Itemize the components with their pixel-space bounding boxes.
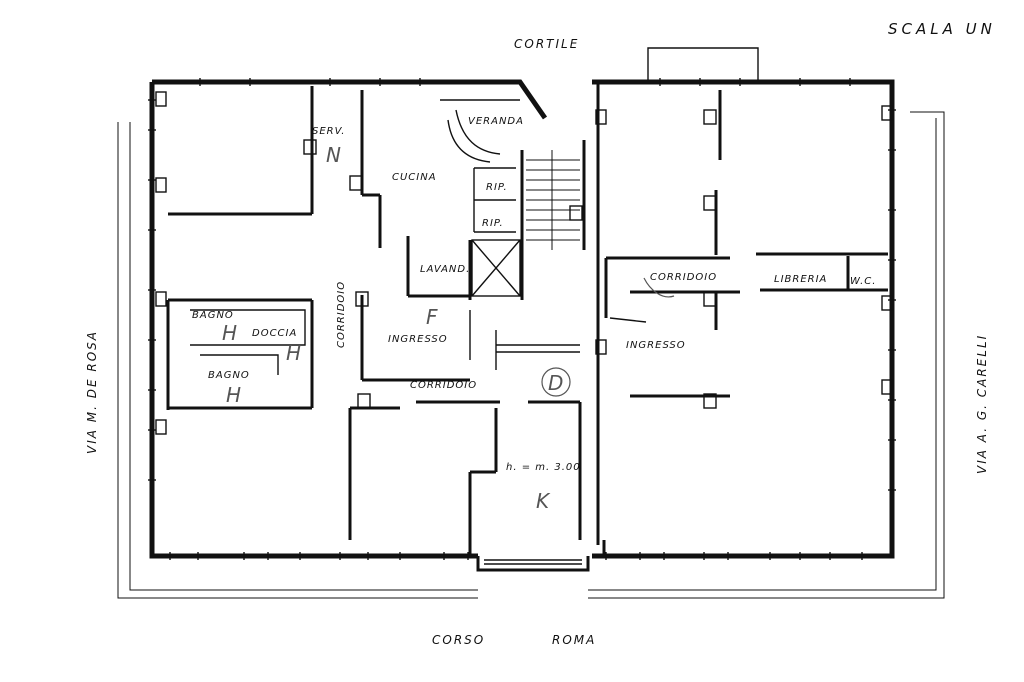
room-label-rip-2: RIP. xyxy=(482,218,504,229)
street-left-label: VIA M. DE ROSA xyxy=(85,330,99,454)
street-bottom-left-label: CORSO xyxy=(432,633,485,647)
columns xyxy=(155,91,893,435)
mark-h-2: H xyxy=(286,341,301,365)
room-label-corridoio-vertical: CORRIDOIO xyxy=(336,281,347,348)
street-right-label: VIA A. G. CARELLI xyxy=(975,334,989,474)
service-core xyxy=(440,99,586,370)
room-label-serv: SERV. xyxy=(312,126,346,137)
pencil-annotations xyxy=(541,277,675,397)
room-label-libreria: LIBRERIA xyxy=(774,274,827,285)
mark-d: D xyxy=(548,371,563,395)
interior-walls-right xyxy=(602,90,888,556)
exterior-walls xyxy=(149,79,895,572)
mark-n: N xyxy=(326,143,341,167)
site-boundary xyxy=(117,47,945,599)
room-label-ingresso-left: INGRESSO xyxy=(388,334,448,345)
room-label-bagno-1: BAGNO xyxy=(192,310,234,321)
room-label-doccia: DOCCIA xyxy=(252,328,297,339)
room-label-cucina: CUCINA xyxy=(392,172,437,183)
mark-f: F xyxy=(426,305,438,329)
room-label-lavand: LAVAND. xyxy=(420,264,470,275)
mark-h-3: H xyxy=(226,383,241,407)
room-label-bagno-2: BAGNO xyxy=(208,370,250,381)
mark-k: K xyxy=(536,489,551,513)
room-label-rip-1: RIP. xyxy=(486,182,508,193)
scale-title: SCALA UN xyxy=(888,20,996,38)
room-label-corridoio-right: CORRIDOIO xyxy=(650,272,717,283)
room-label-ingresso-right: INGRESSO xyxy=(626,340,686,351)
mark-h-1: H xyxy=(222,321,237,345)
room-height-note: h. = m. 3.00 xyxy=(506,462,581,473)
room-label-wc: W.C. xyxy=(850,276,876,287)
window-marks xyxy=(148,78,896,560)
street-bottom-right-label: ROMA xyxy=(552,633,596,647)
street-top-label: CORTILE xyxy=(514,37,579,51)
room-label-veranda: VERANDA xyxy=(468,116,524,127)
room-label-corridoio-center: CORRIDOIO xyxy=(410,380,477,391)
